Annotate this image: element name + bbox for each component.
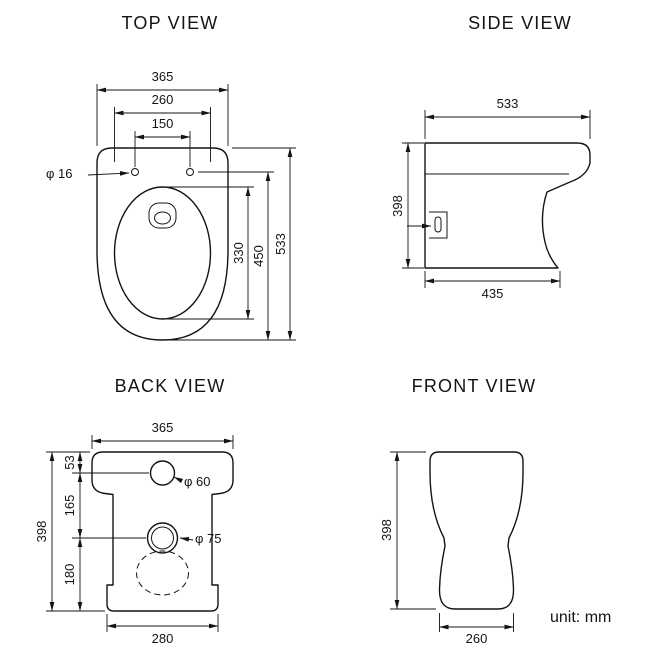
extension-line — [167, 147, 296, 341]
seat-opening-outline — [113, 186, 212, 320]
outlet-hole-outer — [146, 522, 179, 554]
dim-base-width: 260 — [466, 631, 488, 646]
dim-height: 398 — [379, 519, 394, 541]
outlet-hole-inner — [151, 526, 174, 550]
fixing-slot — [434, 216, 442, 233]
dim-overall-depth: 533 — [273, 233, 288, 255]
leader-line — [87, 171, 130, 176]
extension-line — [91, 435, 234, 449]
dim-inlet-to-outlet: 165 — [62, 495, 77, 517]
dim-top-to-inlet: 53 — [62, 455, 77, 469]
flush-outlet-outline — [148, 202, 177, 229]
front-view-dimensions: 398 260 — [379, 451, 514, 646]
hinge-hole-right — [186, 168, 194, 176]
water-inlet-hole — [149, 460, 176, 486]
extension-line — [114, 107, 211, 162]
extension-line — [46, 451, 149, 612]
back-view-drawing — [91, 451, 234, 612]
back-outline — [91, 451, 234, 612]
top-view: TOP VIEW 365 260 150 φ 16 — [46, 13, 296, 341]
side-view-title: SIDE VIEW — [468, 13, 572, 33]
top-view-drawing — [96, 147, 229, 341]
bowl-outline — [96, 147, 229, 341]
hinge-hole-left — [131, 168, 139, 176]
extension-line — [96, 84, 229, 146]
front-view: FRONT VIEW 398 260 — [379, 376, 537, 646]
side-view-drawing — [407, 142, 591, 269]
dim-hinge-hole-diameter: φ 16 — [46, 166, 73, 181]
dim-outlet-to-floor: 180 — [62, 564, 77, 586]
dim-overall-width: 365 — [152, 69, 174, 84]
dim-overall-depth: 533 — [497, 96, 519, 111]
side-view: SIDE VIEW 533 398 435 — [390, 13, 591, 301]
dim-outlet-diameter: φ 75 — [195, 531, 222, 546]
dim-base-width: 280 — [152, 631, 174, 646]
top-view-title: TOP VIEW — [122, 13, 219, 33]
flush-outlet-hole — [154, 211, 171, 225]
leader-line — [173, 476, 184, 484]
dim-base-depth: 435 — [482, 286, 504, 301]
back-view-dimensions: 365 53 165 180 398 φ 60 φ 75 280 — [34, 420, 234, 646]
extension-line — [106, 614, 219, 632]
dim-height: 398 — [34, 521, 49, 543]
extension-line — [134, 131, 191, 167]
profile-outline — [424, 142, 591, 269]
dim-inlet-diameter: φ 60 — [184, 474, 211, 489]
extension-line — [424, 110, 591, 139]
dim-bowl-opening-length: 330 — [231, 242, 246, 264]
fixing-bracket-outline — [429, 211, 448, 239]
trapway-hidden-outline — [136, 550, 189, 596]
unit-label: unit: mm — [550, 609, 611, 626]
front-view-drawing — [429, 451, 524, 610]
back-view: BACK VIEW 365 53 165 180 398 — [34, 376, 234, 646]
leader-line — [179, 537, 194, 542]
front-view-title: FRONT VIEW — [412, 376, 537, 396]
dim-height: 398 — [390, 195, 405, 217]
back-view-title: BACK VIEW — [115, 376, 226, 396]
dim-hinge-hole-spacing: 150 — [152, 116, 174, 131]
dim-seat-length: 450 — [251, 245, 266, 267]
extension-line — [439, 613, 514, 632]
dim-seat-width: 260 — [152, 92, 174, 107]
dim-overall-width: 365 — [152, 420, 174, 435]
front-outline — [429, 451, 524, 610]
side-view-dimensions: 533 398 435 — [390, 96, 591, 301]
top-view-dimensions: 365 260 150 φ 16 330 450 533 — [46, 69, 296, 341]
extension-line — [402, 142, 424, 269]
